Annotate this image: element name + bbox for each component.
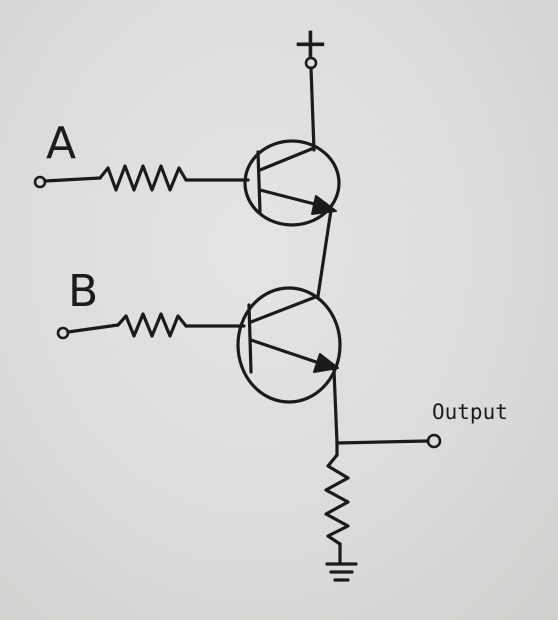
input-b-terminal bbox=[56, 326, 70, 340]
input-a-terminal bbox=[33, 175, 47, 189]
input-b-wire bbox=[66, 323, 120, 334]
supply-label: + bbox=[292, 18, 329, 69]
q2-collector bbox=[249, 294, 320, 324]
resistor-r1 bbox=[98, 164, 188, 192]
output-label: Output bbox=[432, 400, 508, 424]
output-terminal bbox=[426, 433, 442, 449]
q1-base-bar bbox=[256, 150, 262, 214]
input-b-label: B bbox=[68, 266, 98, 317]
q2-base-bar bbox=[247, 303, 253, 374]
q2-emitter-arrow bbox=[313, 353, 339, 373]
q1-collector bbox=[258, 146, 316, 172]
input-a-label: A bbox=[46, 118, 76, 169]
q2-emitter-wire bbox=[332, 368, 339, 445]
q1-body bbox=[243, 139, 341, 227]
q1-q2-link-wire bbox=[316, 208, 333, 298]
supply-wire bbox=[309, 66, 316, 152]
q2-body bbox=[236, 286, 342, 404]
output-wire bbox=[335, 439, 430, 445]
resistor-r2 bbox=[116, 312, 188, 338]
resistor-r3 bbox=[324, 453, 350, 546]
input-a-wire bbox=[43, 176, 102, 183]
